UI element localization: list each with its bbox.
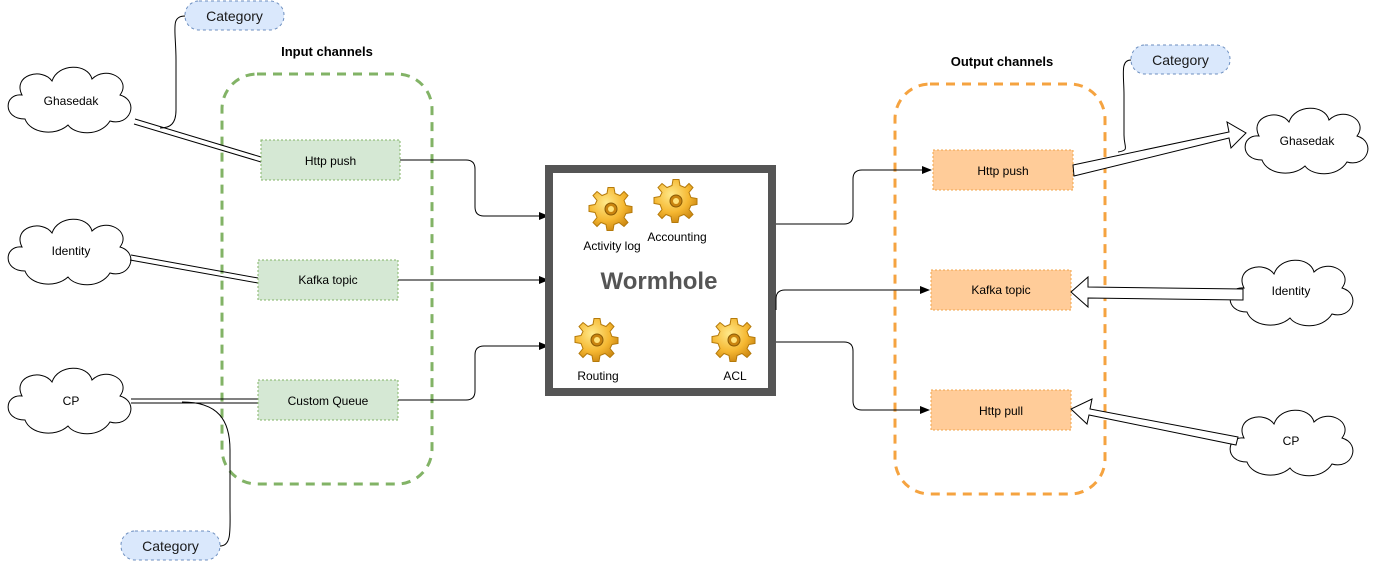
source-label-cp: CP xyxy=(63,394,80,408)
input-channel-kafka-topic[interactable]: Kafka topic xyxy=(257,259,399,301)
gear-icon xyxy=(711,318,756,362)
flow-arrow-http-push-out xyxy=(776,166,932,225)
destination-cloud-identity[interactable] xyxy=(1229,259,1354,327)
source-cloud-ghasedak[interactable] xyxy=(7,66,132,134)
input-channel-custom-queue[interactable]: Custom Queue xyxy=(257,379,399,421)
input-channels-title: Input channels xyxy=(281,44,373,59)
gear-icon xyxy=(574,318,619,362)
component-label-activity-log: Activity log xyxy=(583,239,640,253)
destination-cloud-ghasedak[interactable] xyxy=(1244,107,1369,175)
source-link-cp xyxy=(131,398,258,404)
source-cloud-identity[interactable] xyxy=(7,218,132,286)
flow-arrow-http-pull-out xyxy=(776,341,930,414)
destination-label-ghasedak: Ghasedak xyxy=(1280,134,1336,148)
flow-arrow-http-push-in xyxy=(400,159,549,220)
output-channel-http-push[interactable]: Http push xyxy=(932,149,1074,191)
output-channels-group xyxy=(893,82,1107,496)
category-label: Category xyxy=(206,8,263,24)
category-connector-top-left xyxy=(159,15,186,129)
output-channels-title: Output channels xyxy=(951,54,1054,69)
delivery-arrow-cp xyxy=(1070,398,1239,446)
input-channel-label: Custom Queue xyxy=(288,394,369,408)
component-label-acl: ACL xyxy=(723,369,747,383)
output-channel-label: Kafka topic xyxy=(971,283,1030,297)
flow-arrow-kafka-topic-out xyxy=(775,286,930,310)
category-connector-top-right xyxy=(1117,59,1132,153)
category-pill-top-right[interactable]: Category xyxy=(1130,44,1231,75)
category-pill-bottom-left[interactable]: Category xyxy=(120,530,221,561)
gear-icon xyxy=(653,179,698,223)
source-label-identity: Identity xyxy=(52,244,91,258)
input-channel-label: Kafka topic xyxy=(298,273,357,287)
category-label: Category xyxy=(1152,52,1209,68)
output-channel-http-pull[interactable]: Http pull xyxy=(930,389,1072,431)
source-label-ghasedak: Ghasedak xyxy=(44,94,100,108)
output-channel-kafka-topic[interactable]: Kafka topic xyxy=(930,269,1072,311)
category-label: Category xyxy=(142,538,199,554)
flow-arrow-custom-queue-in xyxy=(398,342,549,401)
component-label-accounting: Accounting xyxy=(647,230,706,244)
category-connector-bottom-left xyxy=(181,401,231,547)
source-link-ghasedak xyxy=(133,118,262,163)
category-pill-top-left[interactable]: Category xyxy=(184,0,285,31)
component-label-routing: Routing xyxy=(577,369,618,383)
output-channel-label: Http pull xyxy=(979,404,1023,418)
destination-label-identity: Identity xyxy=(1272,284,1311,298)
wormhole-title: Wormhole xyxy=(601,268,718,295)
gear-icon xyxy=(588,187,633,231)
input-channel-http-push[interactable]: Http push xyxy=(260,139,401,181)
input-channel-label: Http push xyxy=(305,154,356,168)
source-link-identity xyxy=(129,254,259,284)
delivery-arrow-ghasedak xyxy=(1072,121,1247,177)
delivery-arrow-identity xyxy=(1070,275,1244,309)
destination-label-cp: CP xyxy=(1283,434,1300,448)
input-channels-group xyxy=(220,72,434,486)
output-channel-label: Http push xyxy=(977,164,1028,178)
source-cloud-cp[interactable] xyxy=(7,367,132,435)
destination-cloud-cp[interactable] xyxy=(1229,409,1354,477)
